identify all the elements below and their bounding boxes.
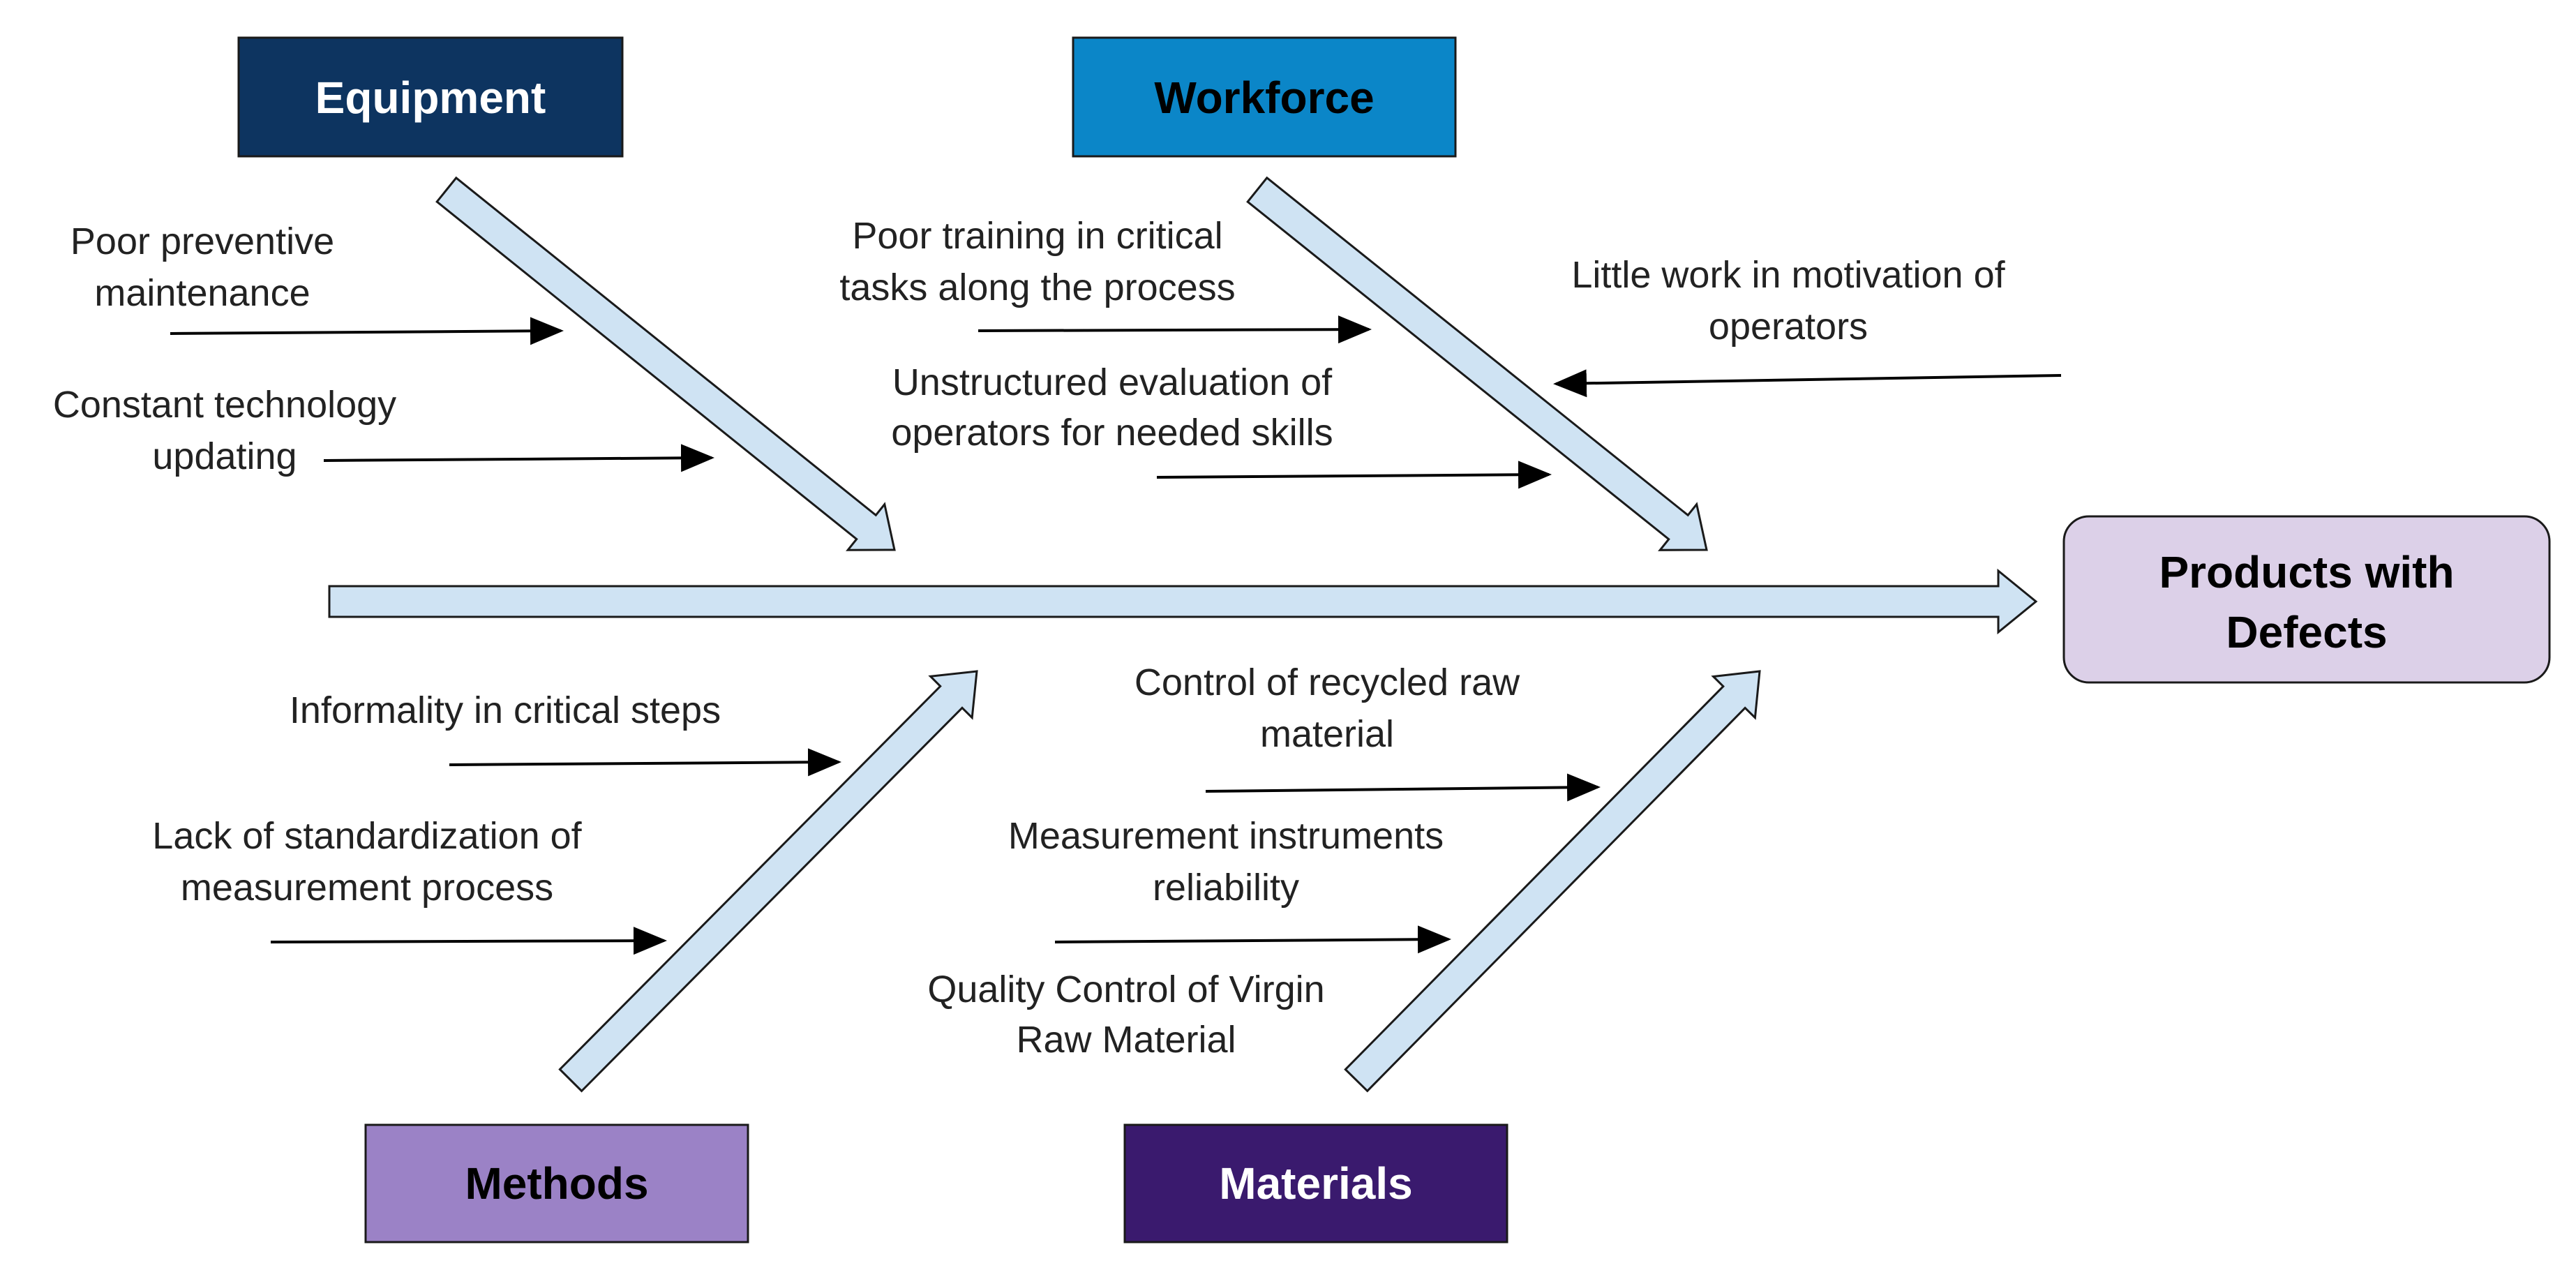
cause-materials-1-line1: Control of recycled raw bbox=[1135, 662, 1520, 703]
category-workforce-box bbox=[1072, 36, 1457, 158]
main-spine-arrow bbox=[328, 568, 2038, 635]
cause-methods-1-line1: Informality in critical steps bbox=[290, 689, 721, 731]
effect-label-line1: Products with bbox=[2159, 547, 2454, 597]
cause-labels: Poor preventive maintenance Constant tec… bbox=[53, 215, 2006, 1061]
cause-arrow-materials-1 bbox=[1205, 773, 1601, 802]
cause-methods-2-line1: Lack of standardization of bbox=[152, 815, 582, 857]
bone-workforce-arrow bbox=[1246, 176, 1708, 551]
cause-equipment-2-line2: updating bbox=[152, 435, 297, 477]
bone-materials bbox=[1344, 670, 1761, 1093]
effect: Products with Defects bbox=[2062, 515, 2551, 684]
category-workforce: Workforce bbox=[1072, 36, 1457, 158]
bone-equipment-arrow bbox=[435, 176, 896, 551]
bone-equipment bbox=[435, 176, 896, 551]
category-workforce-label: Workforce bbox=[1154, 73, 1374, 123]
cause-arrow-workforce-2 bbox=[1156, 461, 1552, 489]
bone-materials-arrow bbox=[1344, 670, 1761, 1093]
category-materials-box bbox=[1123, 1123, 1508, 1243]
category-methods-label: Methods bbox=[465, 1158, 648, 1209]
cause-workforce-3-line2: operators bbox=[1709, 306, 1868, 348]
cause-arrow-materials-2 bbox=[1054, 925, 1451, 954]
cause-arrow-equipment-1 bbox=[170, 317, 564, 345]
cause-arrows bbox=[170, 315, 2062, 955]
cause-equipment-1-line1: Poor preventive bbox=[70, 221, 334, 262]
cause-workforce-1-line1: Poor training in critical bbox=[852, 215, 1222, 257]
category-materials-label: Materials bbox=[1219, 1158, 1412, 1209]
bone-workforce bbox=[1246, 176, 1708, 551]
main-spine bbox=[328, 568, 2038, 635]
category-equipment-label: Equipment bbox=[315, 73, 546, 123]
category-equipment-box bbox=[237, 36, 624, 158]
cause-arrow-workforce-3 bbox=[1553, 369, 2062, 398]
cause-arrow-equipment-2 bbox=[323, 444, 714, 472]
cause-materials-2-line2: reliability bbox=[1153, 867, 1299, 909]
category-methods-box bbox=[364, 1123, 749, 1243]
category-equipment: Equipment bbox=[237, 36, 624, 158]
category-methods: Methods bbox=[364, 1123, 749, 1243]
cause-workforce-3-line1: Little work in motivation of bbox=[1571, 254, 2005, 296]
effect-label-line2: Defects bbox=[2226, 607, 2387, 657]
cause-materials-2-line1: Measurement instruments bbox=[1008, 815, 1444, 857]
effect-box bbox=[2062, 515, 2551, 684]
cause-equipment-1-line2: maintenance bbox=[94, 272, 310, 314]
cause-equipment-2-line1: Constant technology bbox=[53, 384, 396, 426]
cause-arrow-workforce-1 bbox=[978, 315, 1372, 344]
bone-methods-arrow bbox=[558, 670, 978, 1093]
cause-workforce-2-line1: Unstructured evaluation of bbox=[892, 361, 1333, 403]
cause-workforce-2-line2: operators for needed skills bbox=[891, 412, 1333, 454]
cause-arrow-methods-1 bbox=[449, 748, 841, 777]
cause-materials-1-line2: material bbox=[1260, 713, 1394, 755]
cause-materials-3-line2: Raw Material bbox=[1016, 1019, 1236, 1061]
category-materials: Materials bbox=[1123, 1123, 1508, 1243]
cause-arrow-methods-2 bbox=[270, 927, 667, 955]
cause-methods-2-line2: measurement process bbox=[181, 867, 553, 909]
bone-methods bbox=[558, 670, 978, 1093]
cause-materials-3-line1: Quality Control of Virgin bbox=[927, 969, 1324, 1010]
cause-workforce-1-line2: tasks along the process bbox=[839, 267, 1235, 308]
